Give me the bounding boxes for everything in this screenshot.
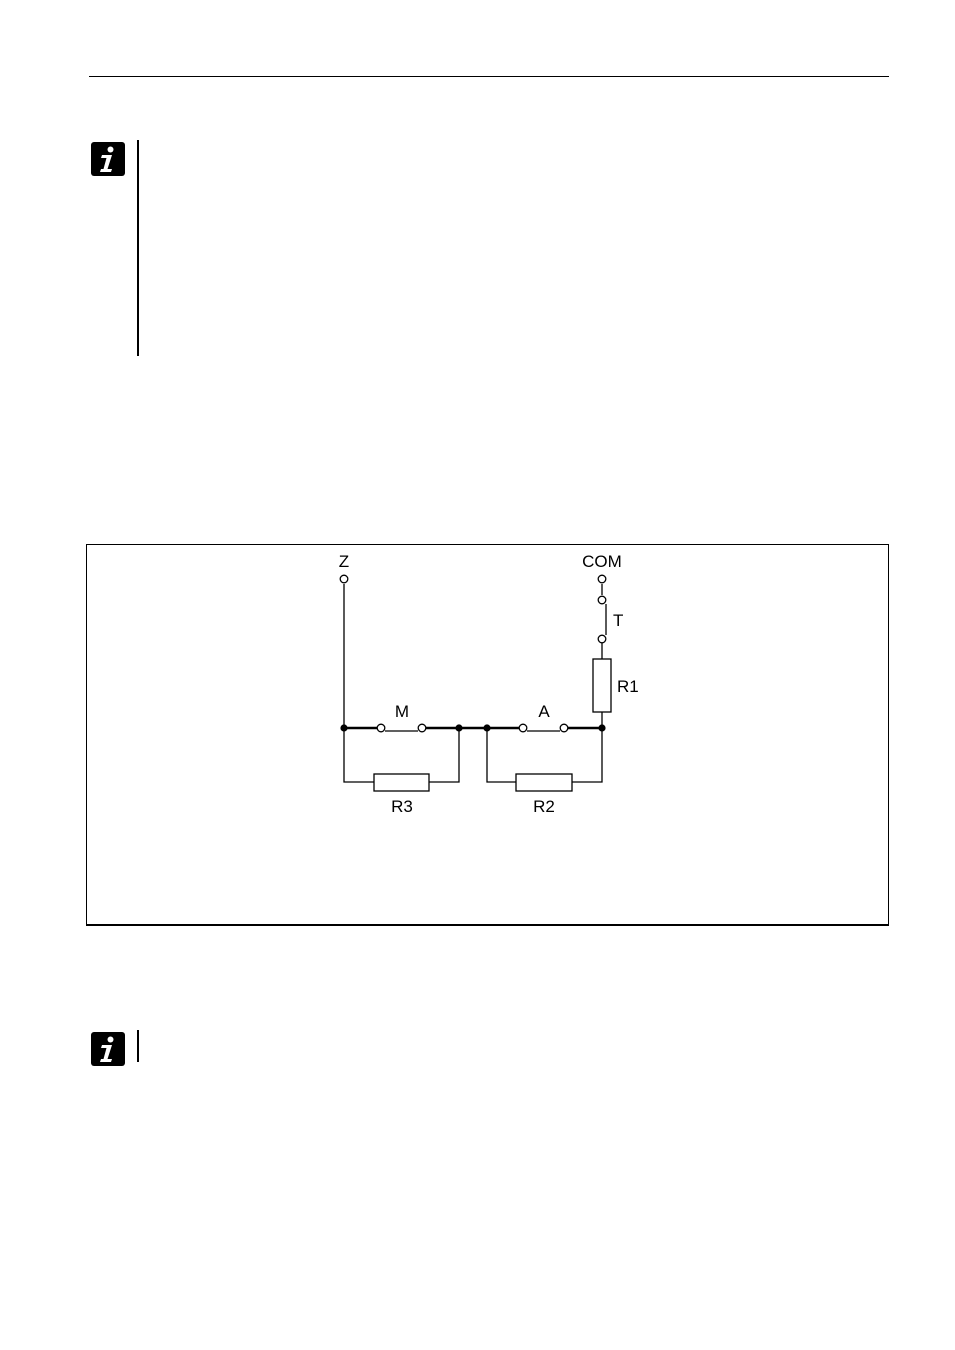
contact-m-left-terminal	[376, 723, 386, 733]
contact-a-right-terminal	[559, 723, 569, 733]
note-bar	[137, 140, 139, 356]
resistor-r2	[515, 773, 573, 792]
resistor-r1	[592, 658, 612, 713]
label-resistor-r1: R1	[617, 677, 639, 696]
wiring-diagram-frame: Z COM T R1 M A R3 R2	[86, 544, 889, 926]
label-contact-a: A	[538, 702, 550, 721]
wire-r2-right	[572, 728, 603, 783]
terminal-com	[597, 574, 607, 584]
info-icon	[91, 1032, 125, 1066]
junction-dot	[483, 724, 491, 732]
wire-r3-left	[343, 728, 374, 783]
label-terminal-com: COM	[582, 552, 622, 571]
label-contact-m: M	[395, 702, 409, 721]
info-icon	[91, 142, 125, 176]
contact-m-right-terminal	[417, 723, 427, 733]
resistor-r3	[373, 773, 430, 792]
wiring-diagram: Z COM T R1 M A R3 R2	[339, 552, 639, 816]
label-tamper: T	[613, 611, 623, 630]
junction-dot	[340, 724, 348, 732]
junction-dot	[455, 724, 463, 732]
contact-a-left-terminal	[518, 723, 528, 733]
junction-dot	[598, 724, 606, 732]
tamper-top-terminal	[597, 595, 607, 605]
label-terminal-z: Z	[339, 552, 349, 571]
note-bar	[137, 1030, 139, 1062]
wire-r2-left	[486, 728, 516, 783]
terminal-z	[339, 574, 349, 584]
tamper-bottom-terminal	[597, 634, 607, 644]
label-resistor-r2: R2	[533, 797, 555, 816]
header-rule	[89, 76, 889, 77]
wire-r3-right	[429, 728, 460, 783]
label-resistor-r3: R3	[391, 797, 413, 816]
